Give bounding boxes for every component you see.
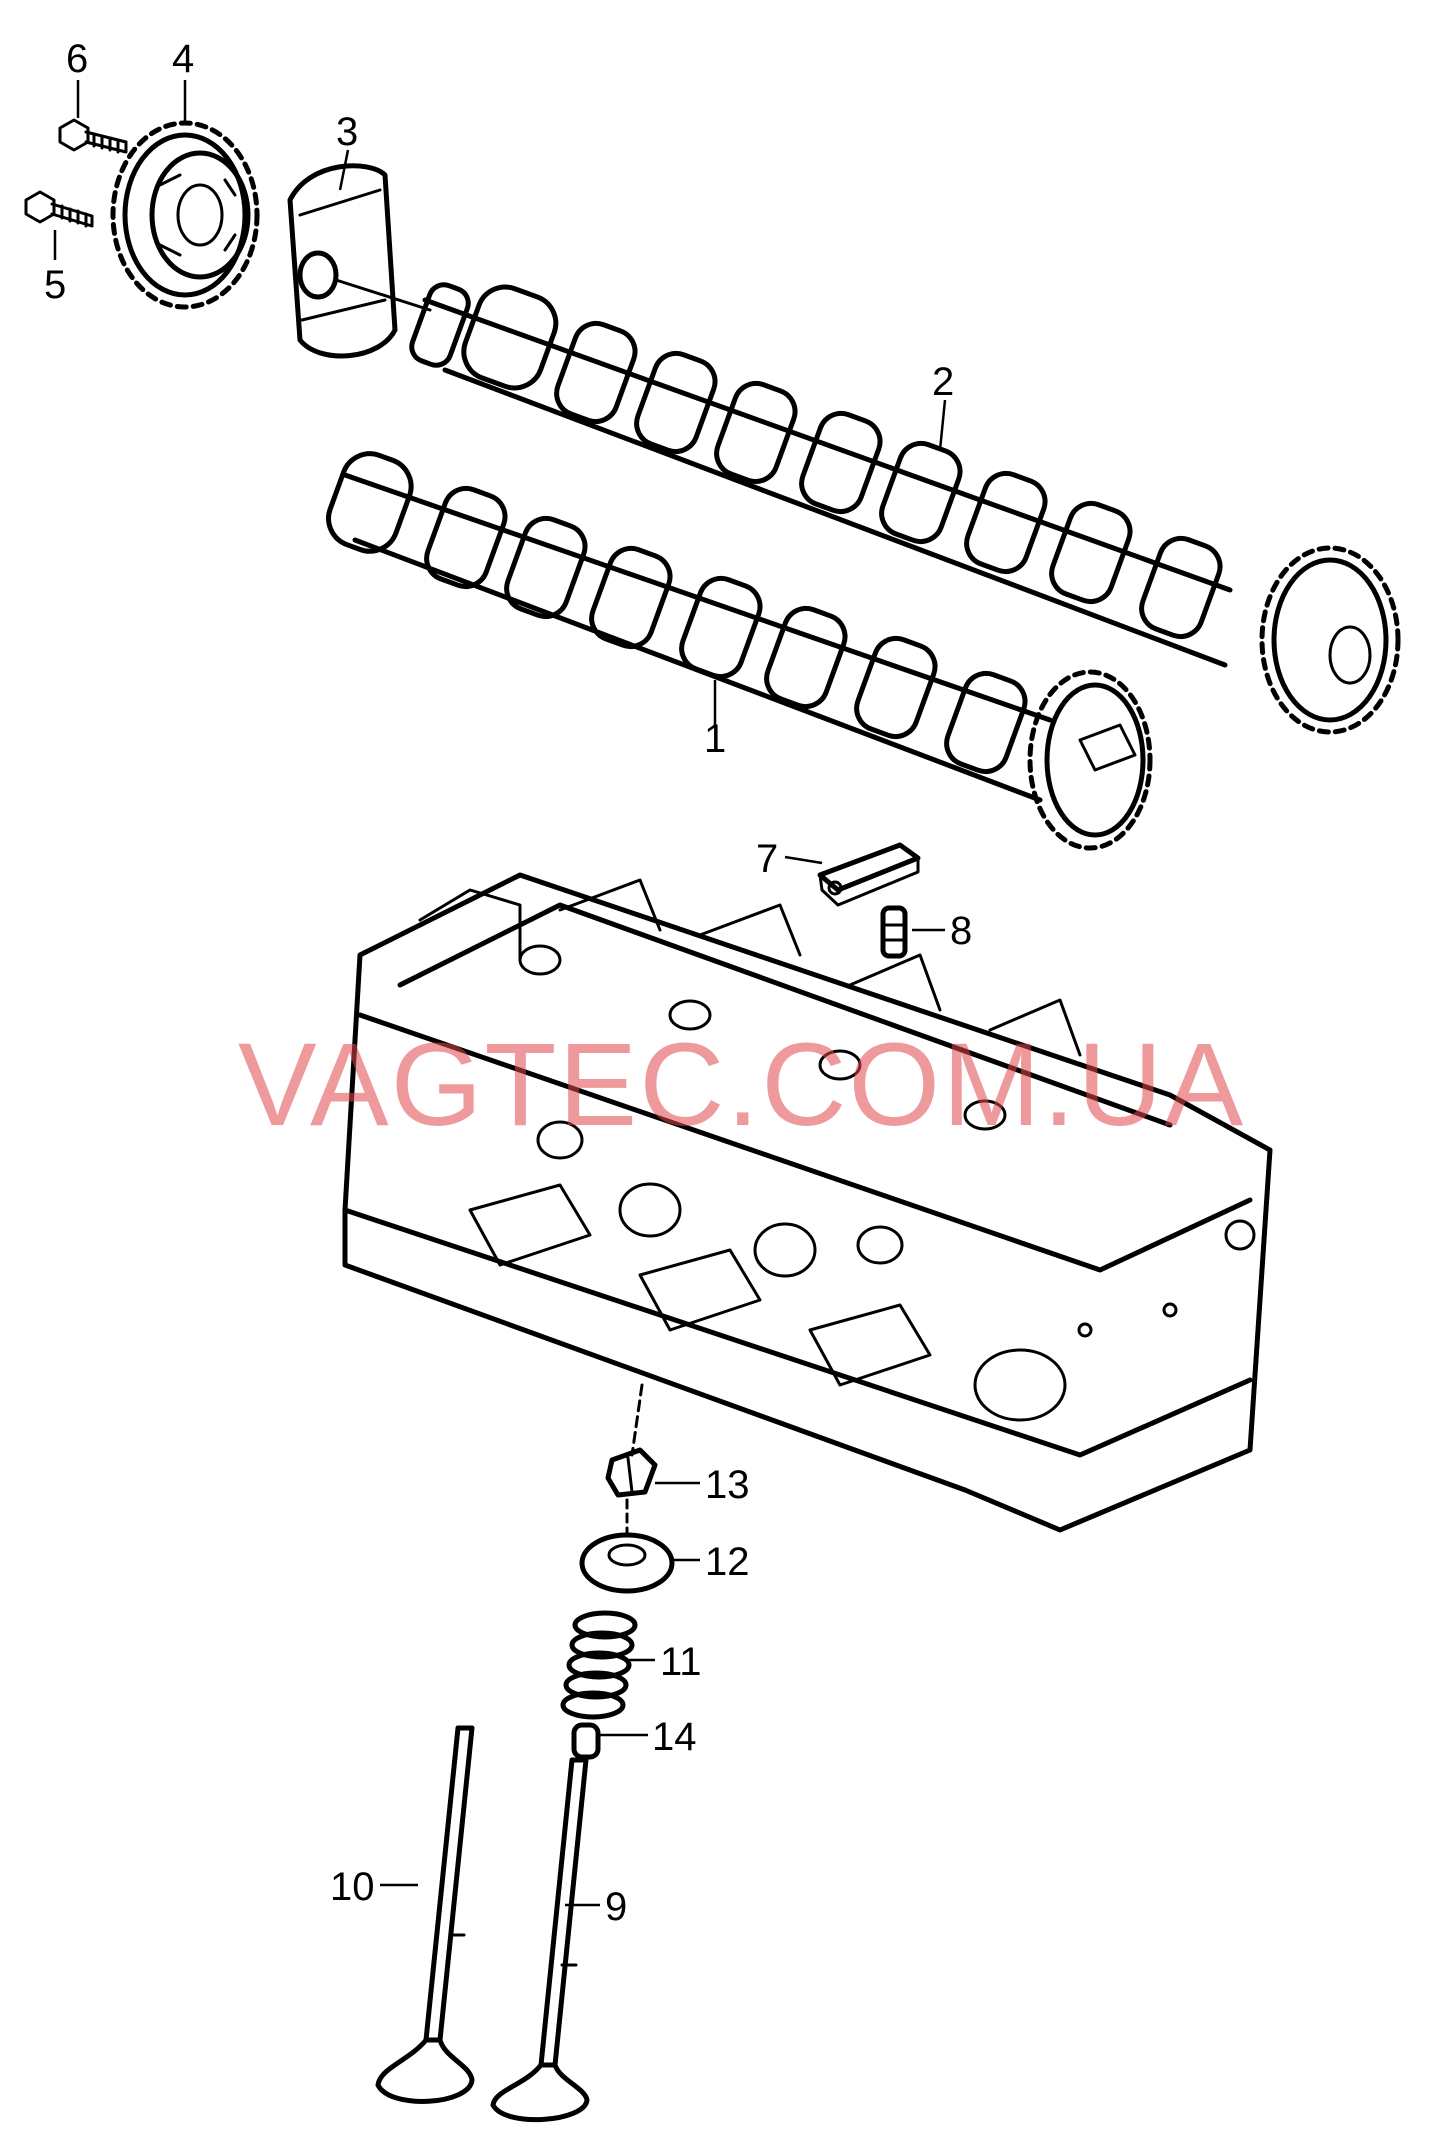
callout-1: 1	[704, 717, 726, 761]
part-13-valve-keepers	[605, 1383, 658, 1498]
part-2-camshaft	[409, 282, 1401, 735]
callout-4: 4	[172, 37, 194, 81]
cylinder-head	[342, 872, 1273, 1533]
part-7-rocker-arm	[817, 842, 921, 907]
part-5-bolt	[24, 190, 94, 228]
callout-3: 3	[336, 110, 358, 154]
callout-9: 9	[605, 1885, 627, 1929]
part-11-valve-spring	[560, 1610, 638, 1720]
part-8-lifter	[880, 905, 908, 959]
callout-labels: 6 4 3 5 2 1 7 8 13 12 11 14 10 9	[44, 37, 972, 1929]
callout-12: 12	[705, 1540, 750, 1584]
part-9-valve	[490, 1757, 590, 2123]
callout-7: 7	[756, 837, 778, 881]
callout-14: 14	[652, 1715, 697, 1759]
watermark-text: VAGTEC.COM.UA	[238, 1019, 1245, 1151]
callout-8: 8	[950, 909, 972, 953]
part-10-valve	[375, 1725, 475, 2104]
part-3-cover	[287, 163, 432, 359]
callout-13: 13	[705, 1463, 750, 1507]
leader-lines	[53, 80, 947, 1907]
part-1-camshaft	[326, 451, 1153, 851]
part-4-sprocket	[110, 120, 260, 310]
part-6-bolt	[58, 118, 128, 154]
part-12-spring-retainer	[579, 1498, 675, 1594]
callout-11: 11	[660, 1640, 702, 1684]
callout-10: 10	[330, 1865, 375, 1909]
part-14-valve-seal	[571, 1722, 601, 1760]
callout-6: 6	[66, 37, 88, 81]
callout-2: 2	[932, 360, 954, 404]
callout-5: 5	[44, 263, 66, 307]
